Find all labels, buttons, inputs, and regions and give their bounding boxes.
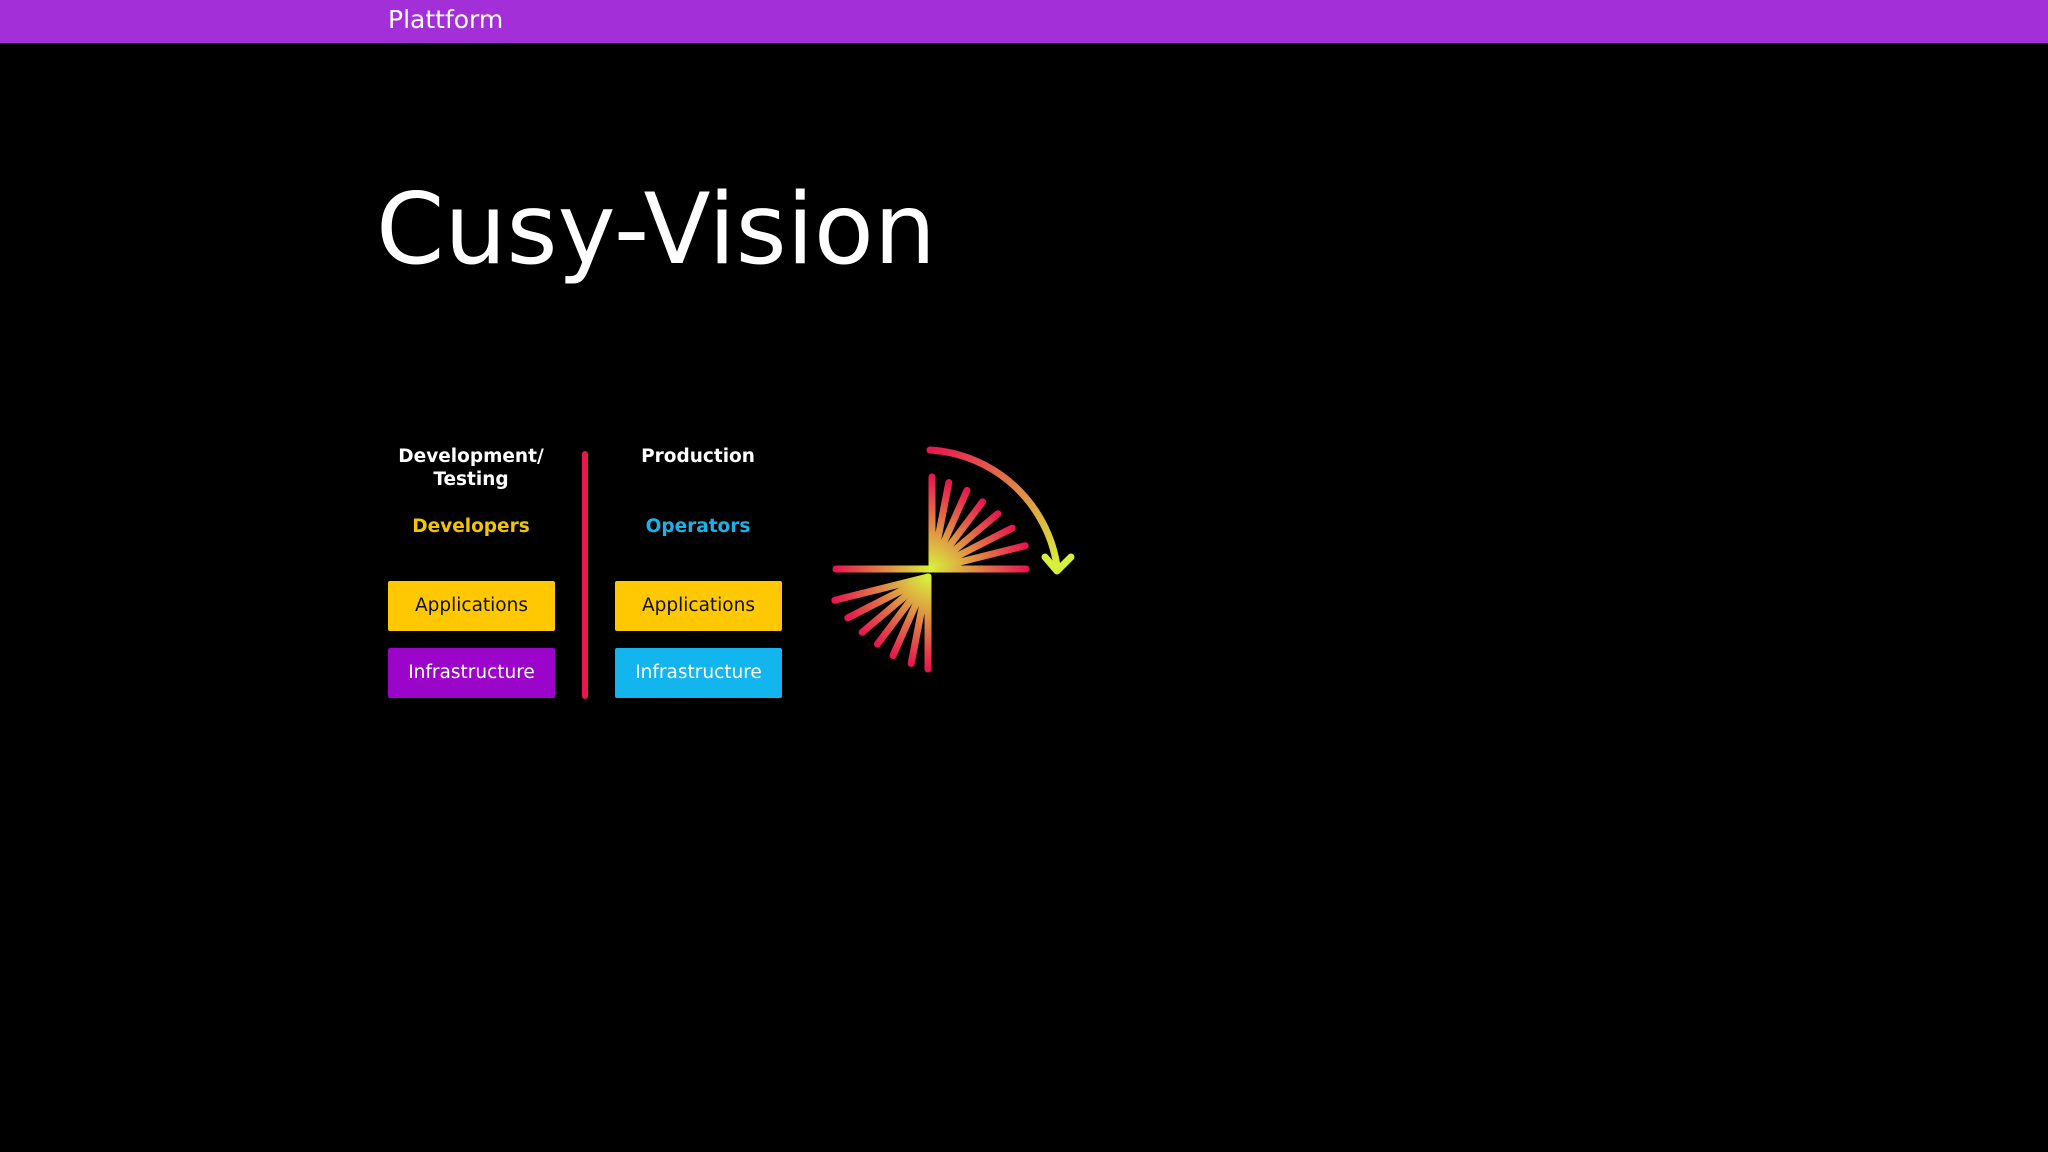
logo-ray (928, 542, 1029, 573)
top-bar: Plattform (0, 0, 2048, 43)
column-divider (582, 451, 588, 699)
column-heading-development-text: Development/ Testing (398, 446, 544, 490)
devops-cycle-icon (831, 446, 1075, 673)
prod-infrastructure-box: Infrastructure (615, 648, 782, 698)
column-heading-production: Production (641, 446, 755, 467)
logo-arrowhead (1041, 553, 1075, 575)
role-operators: Operators (645, 516, 751, 537)
role-developers: Developers (412, 516, 530, 537)
slide-title: Cusy-Vision (376, 173, 936, 287)
logo-arc (926, 446, 1061, 570)
logo-ray (831, 573, 932, 604)
prod-applications-box: Applications (615, 581, 782, 631)
dev-infrastructure-box: Infrastructure (388, 648, 555, 698)
dev-applications-box: Applications (388, 581, 555, 631)
section-label: Plattform (388, 5, 504, 34)
column-heading-development: Development/ Testing (371, 445, 571, 491)
